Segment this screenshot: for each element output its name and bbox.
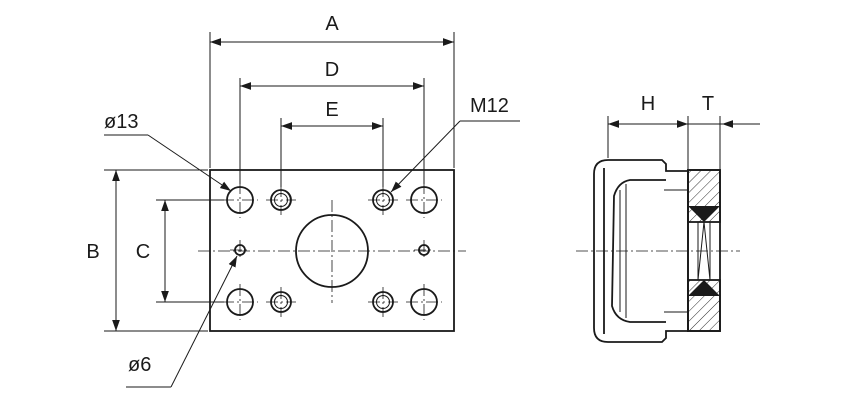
callout-hole-large: ø13 bbox=[104, 111, 138, 133]
seal-wedge-top bbox=[688, 206, 720, 222]
threaded-hole bbox=[266, 287, 296, 317]
leader-hole-large: ø13 bbox=[104, 111, 232, 192]
dim-label-t: T bbox=[702, 93, 714, 115]
threaded-hole bbox=[266, 185, 296, 215]
dimension-d: D bbox=[239, 59, 425, 184]
hole-large bbox=[406, 284, 442, 320]
dimension-h: H bbox=[607, 93, 689, 169]
dimension-e: E bbox=[280, 99, 384, 187]
hole-small bbox=[230, 240, 250, 260]
dimension-a: A bbox=[209, 13, 455, 168]
flange-plate-outline bbox=[209, 169, 455, 332]
dimension-c: C bbox=[136, 199, 224, 303]
leader-thread: M12 bbox=[390, 95, 520, 193]
seal-wedge-bottom bbox=[688, 280, 720, 296]
dim-label-h: H bbox=[641, 93, 655, 115]
central-bore bbox=[295, 214, 369, 288]
hole-small bbox=[414, 240, 434, 260]
callout-hole-small: ø6 bbox=[128, 354, 151, 376]
dim-label-e: E bbox=[325, 99, 338, 121]
callout-thread: M12 bbox=[470, 95, 509, 117]
dim-label-c: C bbox=[136, 241, 150, 263]
hole-large bbox=[222, 284, 258, 320]
front-view bbox=[198, 169, 466, 332]
threaded-hole bbox=[368, 287, 398, 317]
hole-large bbox=[406, 182, 442, 218]
dim-label-b: B bbox=[86, 241, 99, 263]
leader-hole-small: ø6 bbox=[126, 255, 238, 388]
dim-label-a: A bbox=[325, 13, 339, 35]
threaded-hole bbox=[368, 185, 398, 215]
dimension-b: B bbox=[86, 169, 208, 332]
dimension-t: T bbox=[688, 93, 760, 169]
side-view bbox=[576, 159, 740, 343]
hole-large bbox=[222, 182, 258, 218]
dim-label-d: D bbox=[325, 59, 339, 81]
